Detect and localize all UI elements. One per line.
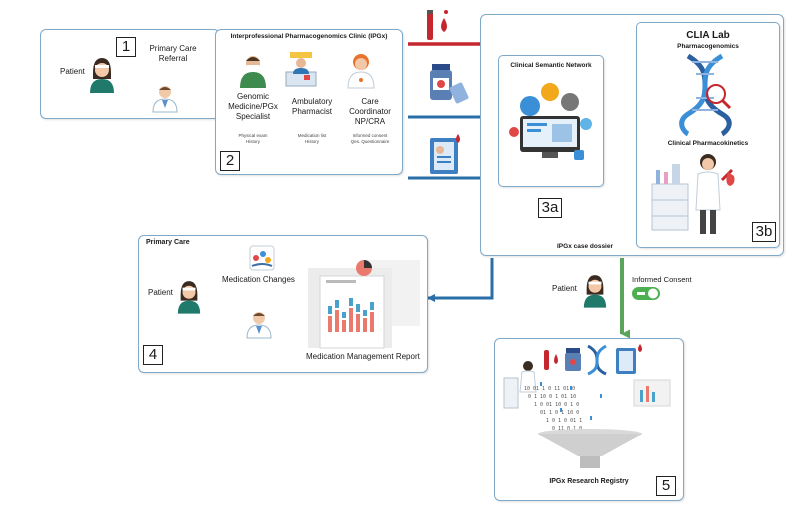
step-number-2: 2 xyxy=(220,151,240,171)
specialist-icon xyxy=(240,56,266,88)
step-number-4: 4 xyxy=(143,345,163,365)
role-name-line: NP/CRA xyxy=(354,117,386,126)
role-name-line: Care xyxy=(361,97,379,106)
clinic-title: Interprofessional Pharmacogenomics Clini… xyxy=(230,33,388,40)
consent-patient-label: Patient xyxy=(552,284,577,293)
patient-record-icon xyxy=(430,134,460,174)
lab-scientist-illustration xyxy=(651,154,735,234)
role-detail-line: History xyxy=(245,139,260,144)
network-title: Clinical Semantic Network xyxy=(510,62,592,69)
semantic-network-illustration xyxy=(509,83,592,160)
role-genomic-specialist: Genomic Medicine/PGx Specialist xyxy=(223,92,283,122)
role-name-line: Specialist xyxy=(235,112,271,121)
care-coordinator-icon xyxy=(347,54,375,89)
referral-line-1: Primary Care xyxy=(149,44,197,53)
svg-text:0 11 0 1 0: 0 11 0 1 0 xyxy=(552,426,582,432)
svg-text:10 01 1 0 11 01 0: 10 01 1 0 11 01 0 xyxy=(524,386,575,392)
role-detail-coordinator: Informed consent Qes. Questionnaire xyxy=(340,133,400,145)
svg-text:1 0 01 10 0 1 0: 1 0 01 10 0 1 0 xyxy=(534,402,579,408)
role-detail-line: Physical exam xyxy=(238,133,268,138)
role-name-line: Ambulatory xyxy=(291,97,333,106)
doctor-icon xyxy=(152,86,178,113)
role-care-coordinator: Care Coordinator NP/CRA xyxy=(340,97,400,127)
consent-toggle-icon xyxy=(632,287,660,300)
role-detail-line: History xyxy=(304,139,319,144)
case-dossier-label: IPGx case dossier xyxy=(557,243,614,250)
role-name-line: Medicine/PGx xyxy=(228,102,278,111)
role-name-line: Pharmacist xyxy=(291,107,332,116)
dossier-to-primary-care-arrow xyxy=(427,258,494,302)
role-detail-line: Medication list xyxy=(297,133,327,138)
referral-line-2: Referral xyxy=(158,54,188,63)
role-detail-line: Informed consent xyxy=(352,133,388,138)
primary-care-doctor-icon xyxy=(246,312,272,339)
step-number-3a: 3a xyxy=(538,198,562,218)
role-name-line: Genomic xyxy=(236,92,269,101)
role-ambulatory-pharmacist: Ambulatory Pharmacist xyxy=(282,97,342,117)
consent-patient-icon xyxy=(583,275,607,308)
research-registry-title: IPGx Research Registry xyxy=(549,478,629,485)
clia-lab-title: CLIA Lab xyxy=(686,30,730,41)
step-number-5: 5 xyxy=(656,476,676,496)
svg-text:1 0 1 0 01 1: 1 0 1 0 01 1 xyxy=(546,418,582,424)
blood-sample-icon xyxy=(427,10,448,40)
medication-report-label: Medication Management Report xyxy=(306,352,420,361)
medication-changes-icon xyxy=(249,245,275,271)
step-number-3b: 3b xyxy=(752,222,776,242)
pharmacist-icon xyxy=(285,52,317,87)
medication-icon xyxy=(430,64,469,104)
dna-helix-icon xyxy=(679,53,732,137)
patient-icon xyxy=(90,58,114,93)
svg-text:01 1 0 1 10 0: 01 1 0 1 10 0 xyxy=(540,410,579,416)
role-detail-pharmacist: Medication list History xyxy=(282,133,342,145)
role-detail-specialist: Physical exam History xyxy=(223,133,283,145)
svg-text:0 1 10 0 1 01 10: 0 1 10 0 1 01 10 xyxy=(528,394,576,400)
step-number-1: 1 xyxy=(116,37,136,57)
informed-consent-label: Informed Consent xyxy=(632,275,692,284)
medication-changes-label: Medication Changes xyxy=(222,275,295,284)
primary-care-patient-label: Patient xyxy=(148,288,173,297)
medication-report-icon xyxy=(308,260,420,349)
clinical-pk-label: Clinical Pharmacokinetics xyxy=(667,140,749,147)
primary-care-title: Primary Care xyxy=(146,239,190,246)
clia-lab-subtitle: Pharmacogenomics xyxy=(677,43,739,50)
research-registry-illustration: 10 01 1 0 11 01 0 0 1 10 0 1 01 10 1 0 0… xyxy=(503,344,671,468)
role-detail-line: Qes. Questionnaire xyxy=(350,139,390,144)
primary-care-patient-icon xyxy=(177,281,201,314)
patient-label: Patient xyxy=(60,67,85,76)
referral-label: Primary Care Referral xyxy=(138,44,208,64)
role-name-line: Coordinator xyxy=(349,107,391,116)
